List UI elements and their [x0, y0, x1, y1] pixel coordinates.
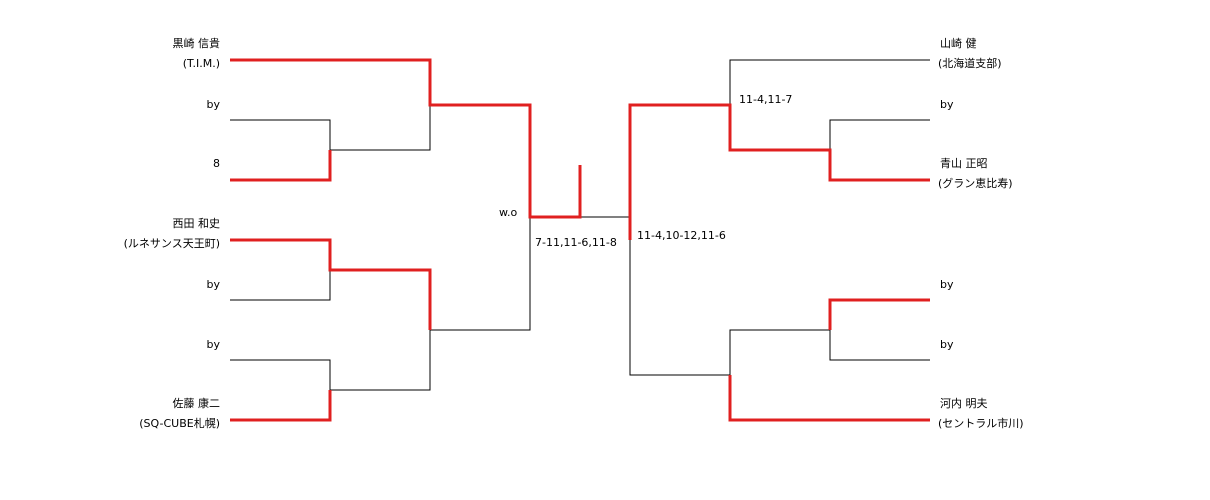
right-entry-3-name: 青山 正昭	[940, 157, 988, 170]
left-entry-4-club: (ルネサンス天王町)	[123, 237, 220, 250]
left-entry-1-name: 黒崎 信貴	[172, 37, 221, 50]
right-r1-b-connector	[729, 329, 830, 375]
right-entry-6-name: 河内 明夫	[940, 397, 988, 410]
score-left-semi: w.o	[499, 206, 518, 219]
winner-path-sato	[230, 390, 332, 422]
right-entry-3-club: (グラン恵比寿)	[938, 177, 1013, 190]
left-entry-5-name: by	[206, 278, 221, 291]
right-entry-1-club: (北海道支部)	[938, 57, 1002, 70]
score-final: 7-11,11-6,11-8	[535, 236, 617, 249]
right-entry-6-club: (セントラル市川)	[938, 417, 1024, 430]
left-r1-a-connector	[330, 105, 431, 151]
right-semi-upper	[729, 59, 930, 105]
winner-path-nishida	[230, 238, 432, 330]
winner-path-8	[230, 150, 332, 182]
right-entry-1-name: 山崎 健	[940, 37, 977, 50]
left-by-line	[230, 119, 331, 150]
left-entry-7-club: (SQ-CUBE札幌)	[139, 417, 220, 430]
winner-path-aoyama	[628, 103, 930, 240]
left-entry-2-name: by	[206, 98, 221, 111]
bracket-lines	[230, 59, 930, 391]
left-r1-b-connector	[330, 330, 431, 391]
left-entry-7-name: 佐藤 康二	[172, 397, 221, 410]
winner-path-right-by	[828, 298, 930, 330]
right-qf-b-connector	[629, 240, 730, 376]
left-entry-1-club: (T.I.M.)	[182, 57, 220, 70]
left-by-line-2	[230, 270, 331, 301]
left-entry-3-name: 8	[213, 157, 220, 170]
left-entry-6-name: by	[206, 338, 221, 351]
score-right-semi: 11-4,10-12,11-6	[637, 229, 726, 242]
right-by-line	[829, 119, 930, 150]
right-by-line-2	[829, 330, 930, 361]
left-qf-b-connector	[430, 217, 531, 331]
right-entry-4-name: by	[940, 278, 954, 291]
winner-path-lines	[230, 58, 930, 422]
left-entry-4-name: 西田 和史	[172, 217, 221, 230]
left-by-line-3	[230, 359, 331, 390]
right-entry-2-name: by	[940, 98, 954, 111]
winner-path-kawachi	[728, 375, 930, 422]
right-entry-5-name: by	[940, 338, 954, 351]
score-right-qf: 11-4,11-7	[739, 93, 793, 106]
winner-path-kurosaki	[230, 58, 582, 219]
